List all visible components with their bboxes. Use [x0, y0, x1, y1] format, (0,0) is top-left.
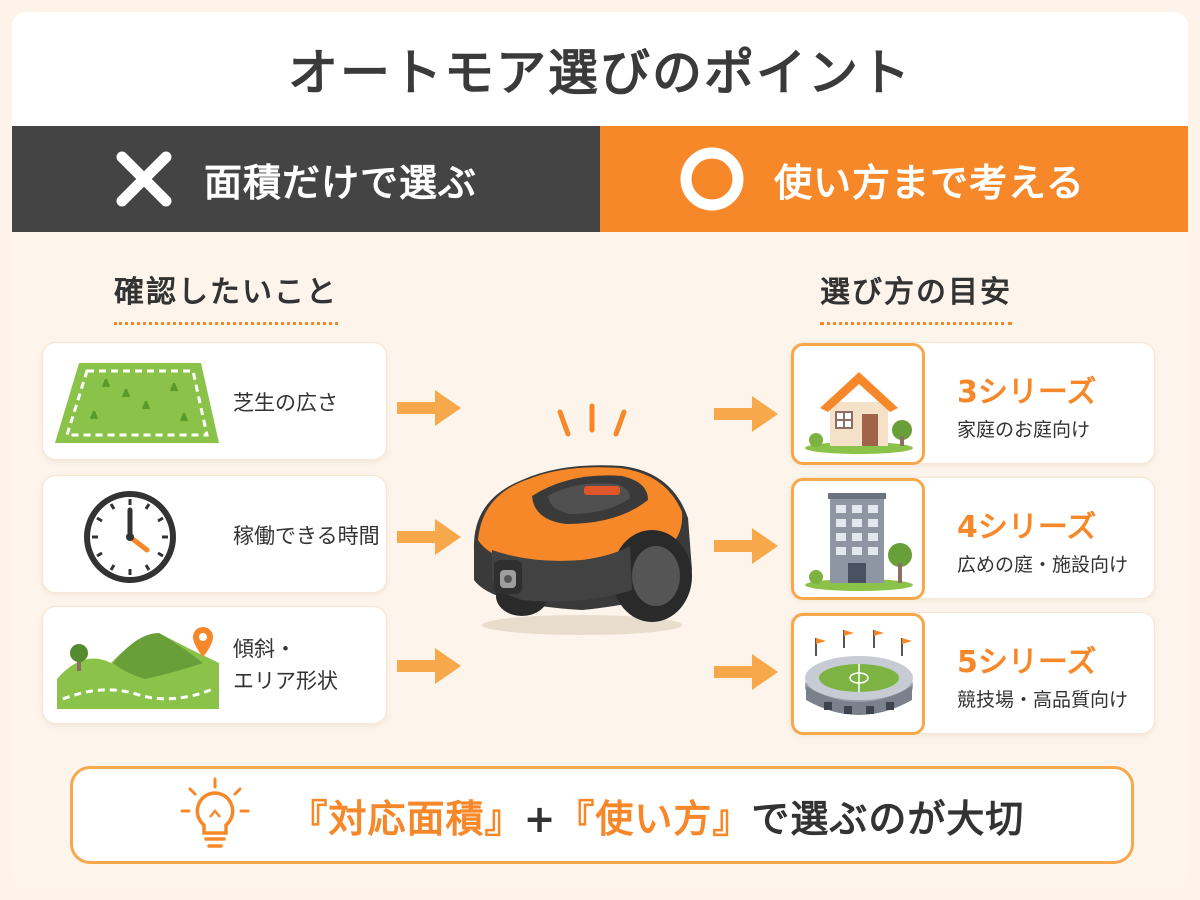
right-section-heading-text: 選び方の目安 [820, 275, 1012, 310]
series-card-3: 3シリーズ 家庭のお庭向け [790, 342, 1155, 465]
check-item-label-line2: エリア形状 [233, 669, 338, 693]
check-item-lawn: 芝生の広さ [42, 342, 387, 460]
summary-part-tail: で選ぶのが大切 [751, 796, 1025, 841]
lawn-icon [55, 363, 219, 443]
summary-part-area: 『対応面積』 [289, 796, 524, 841]
stadium-icon [805, 630, 913, 715]
infographic: オートモア選びのポイント 面積だけで選ぶ 使い方まで考える 確認したいこと 選び… [12, 12, 1188, 888]
series-icon-frame [791, 613, 925, 735]
lightbulb-icon [180, 777, 250, 848]
house-icon [805, 372, 913, 454]
series-name: 5シリーズ [957, 645, 1097, 680]
clock-icon [84, 491, 176, 583]
arrow-right-icon [397, 648, 461, 684]
arrow-right-icon [397, 390, 461, 426]
arrow-right-icon [397, 519, 461, 555]
arrow-right-icon [714, 528, 778, 564]
summary-part-usage: 『使い方』 [556, 796, 752, 841]
arrow-right-icon [714, 654, 778, 690]
left-section-heading: 確認したいこと [114, 267, 338, 325]
series-icon-frame [791, 478, 925, 600]
arrow-right-icon [714, 396, 778, 432]
bad-choice-label: 面積だけで選ぶ [204, 160, 478, 205]
check-item-slope: 傾斜・ エリア形状 [42, 606, 387, 724]
series-name: 4シリーズ [957, 510, 1097, 545]
summary-text: 『対応面積』+『使い方』で選ぶのが大切 [290, 788, 1025, 843]
series-card-4: 4シリーズ 広めの庭・施設向け [790, 477, 1155, 600]
series-name: 3シリーズ [957, 375, 1097, 410]
series-icon-frame [791, 343, 925, 465]
check-item-time: 稼働できる時間 [42, 475, 387, 593]
bad-choice-banner: 面積だけで選ぶ [12, 126, 600, 232]
summary-banner: 『対応面積』+『使い方』で選ぶのが大切 [70, 766, 1134, 864]
check-item-label: 芝生の広さ [233, 391, 338, 415]
check-item-label-line1: 傾斜・ [233, 637, 296, 661]
series-description: 競技場・高品質向け [957, 689, 1129, 711]
series-description: 広めの庭・施設向け [957, 554, 1129, 576]
circle-icon [680, 147, 744, 211]
page-title: オートモア選びのポイント [12, 12, 1188, 126]
summary-plus: + [523, 796, 557, 841]
check-item-label: 稼働できる時間 [233, 524, 380, 548]
building-icon [805, 493, 913, 591]
good-choice-banner: 使い方まで考える [600, 126, 1188, 232]
series-description: 家庭のお庭向け [957, 419, 1091, 441]
left-section-heading-text: 確認したいこと [114, 275, 338, 310]
hills-icon [57, 627, 219, 709]
right-section-heading: 選び方の目安 [820, 267, 1012, 325]
series-card-5: 5シリーズ 競技場・高品質向け [790, 612, 1155, 735]
robot-mower-icon [473, 403, 692, 635]
cross-icon [116, 151, 172, 207]
good-choice-label: 使い方まで考える [774, 160, 1085, 205]
